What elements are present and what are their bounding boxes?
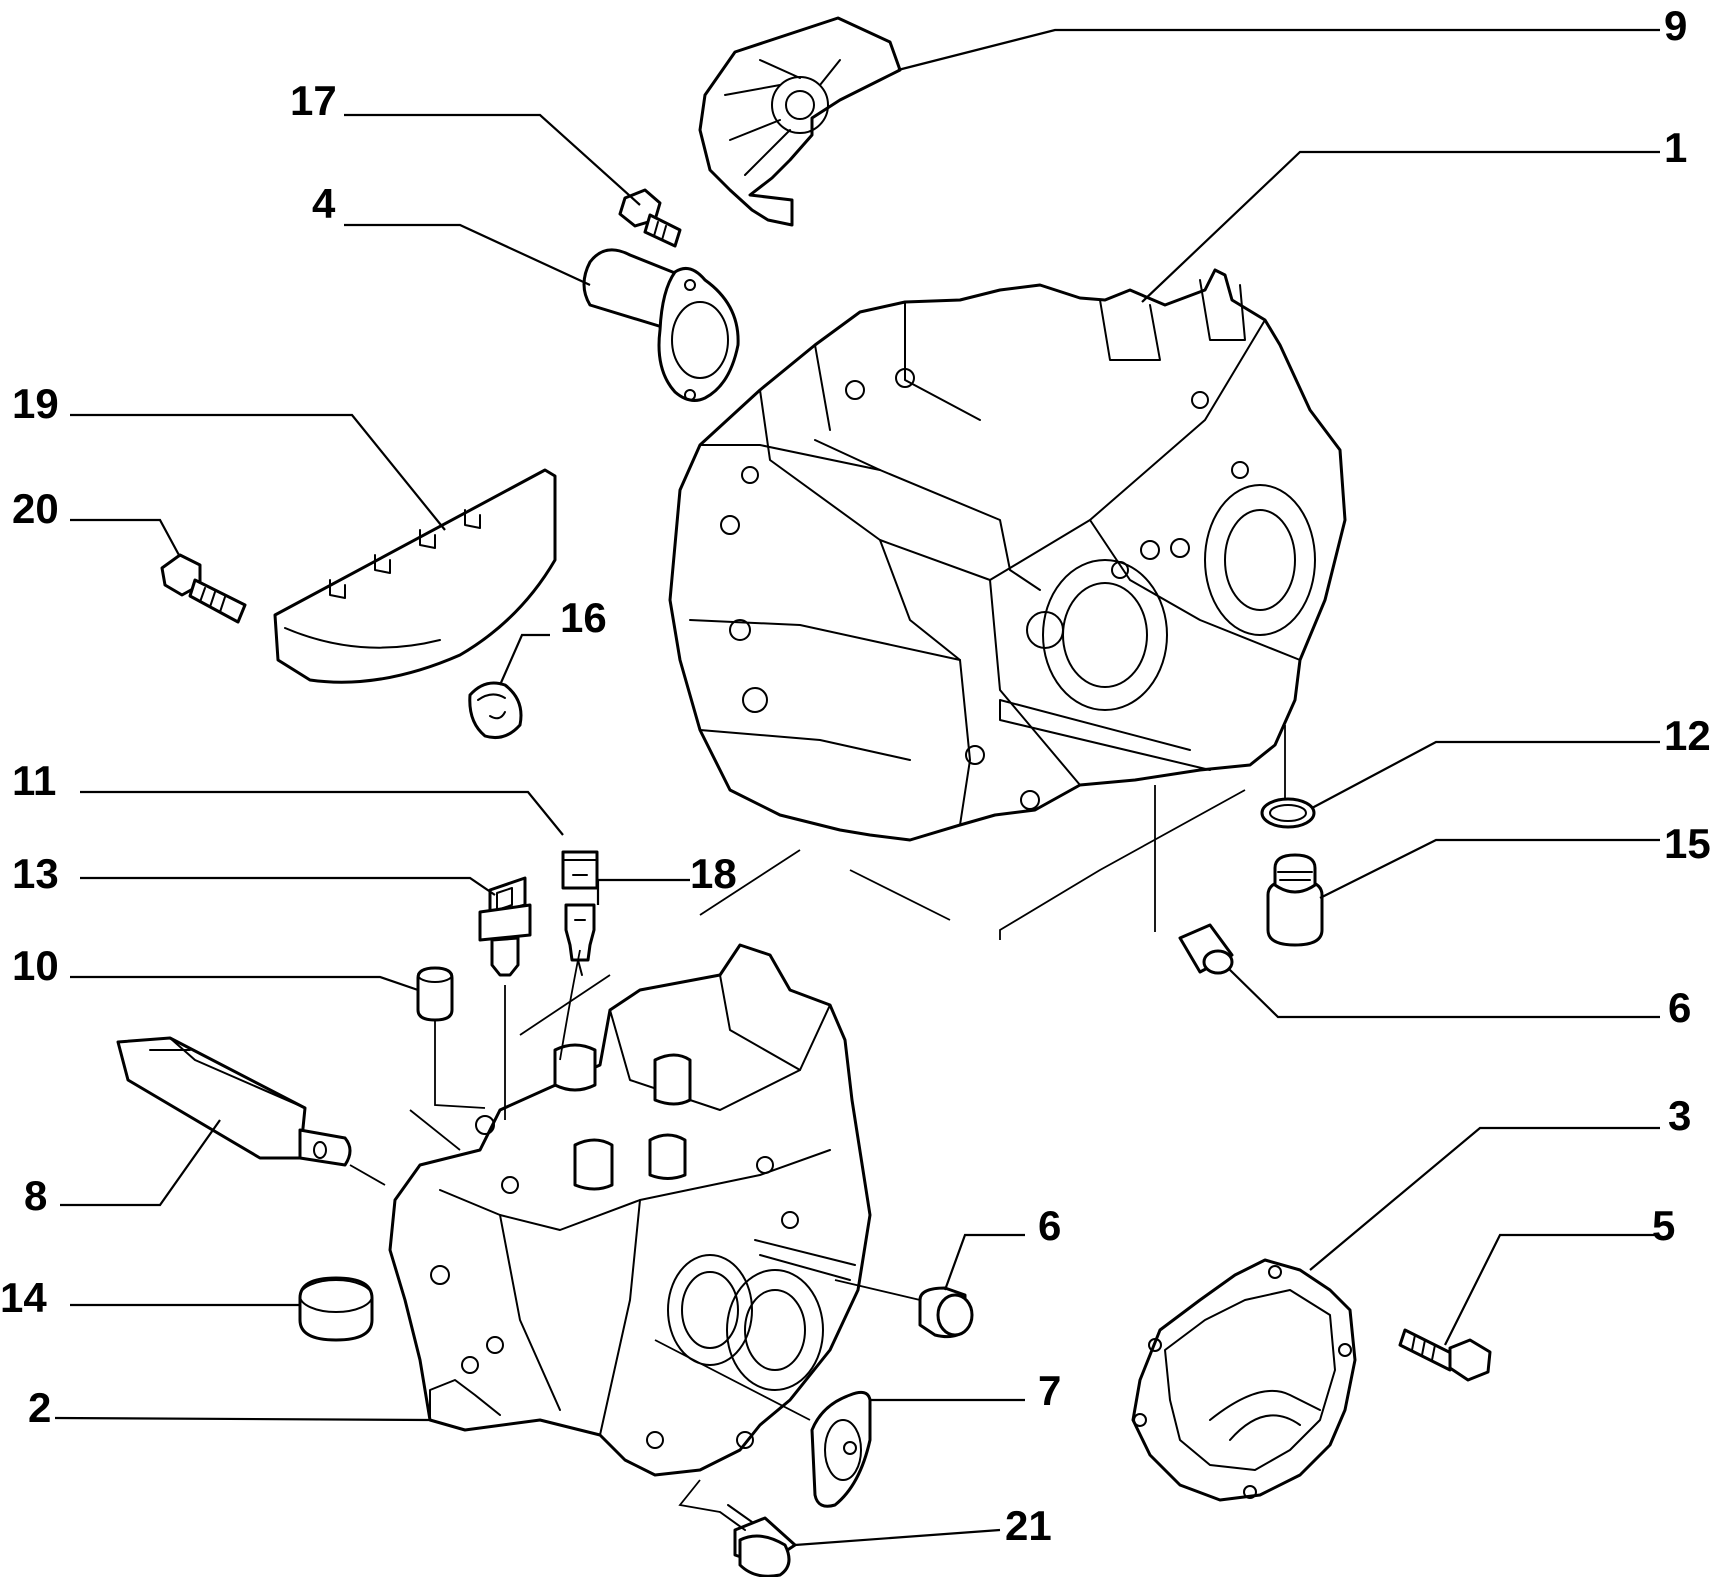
part-8-shift-rod [116,1036,352,1167]
part-4-guide-sleeve [582,248,740,402]
callout-10: 10 [12,942,59,989]
part-18-sensor [564,903,596,976]
callout-6-lower: 6 [1038,1202,1061,1249]
assembly-lines [349,725,1286,1513]
leader-lines [54,28,1660,1547]
callout-11: 11 [12,757,56,804]
part-2-gearbox-housing [388,943,872,1477]
part-11-cap [561,850,599,890]
part-19-plate [273,468,557,684]
part-20-bolt [160,553,247,624]
callout-2: 2 [28,1384,51,1431]
callout-9: 9 [1664,2,1687,49]
callout-labels: 9 1 17 4 19 20 16 11 13 18 10 8 14 2 12 … [0,2,1711,1549]
callout-15: 15 [1664,820,1711,867]
callout-19: 19 [12,380,59,427]
callout-14: 14 [0,1274,47,1321]
part-6-bushing-upper [1178,923,1234,975]
callout-3: 3 [1668,1092,1691,1139]
part-15-plug [1266,853,1324,947]
callout-5: 5 [1652,1202,1675,1249]
callout-1: 1 [1664,124,1687,171]
part-9-cover [698,16,902,227]
part-5-bolt [1398,1328,1492,1382]
callout-6-upper: 6 [1668,984,1691,1031]
part-7-cover-plate [810,1390,872,1508]
callout-8: 8 [24,1172,47,1219]
callout-16: 16 [560,594,607,641]
callout-7: 7 [1038,1367,1061,1414]
callout-21: 21 [1005,1502,1052,1549]
part-14-cover [298,1276,374,1342]
part-21-sleeve [719,1504,797,1577]
part-13-switch [478,876,532,977]
callout-20: 20 [12,485,59,532]
part-10-sleeve [416,966,454,1022]
part-3-end-cover [1131,1258,1357,1502]
callout-12: 12 [1664,712,1711,759]
part-12-seal-ring [1260,797,1316,829]
part-1-clutch-housing [668,268,1347,842]
callout-4: 4 [312,180,336,227]
part-16-plug [468,681,523,740]
callout-17: 17 [290,77,337,124]
part-6-bushing-lower [918,1286,974,1339]
callout-13: 13 [12,850,59,897]
callout-18: 18 [690,850,737,897]
part-17-bolt [618,188,682,248]
